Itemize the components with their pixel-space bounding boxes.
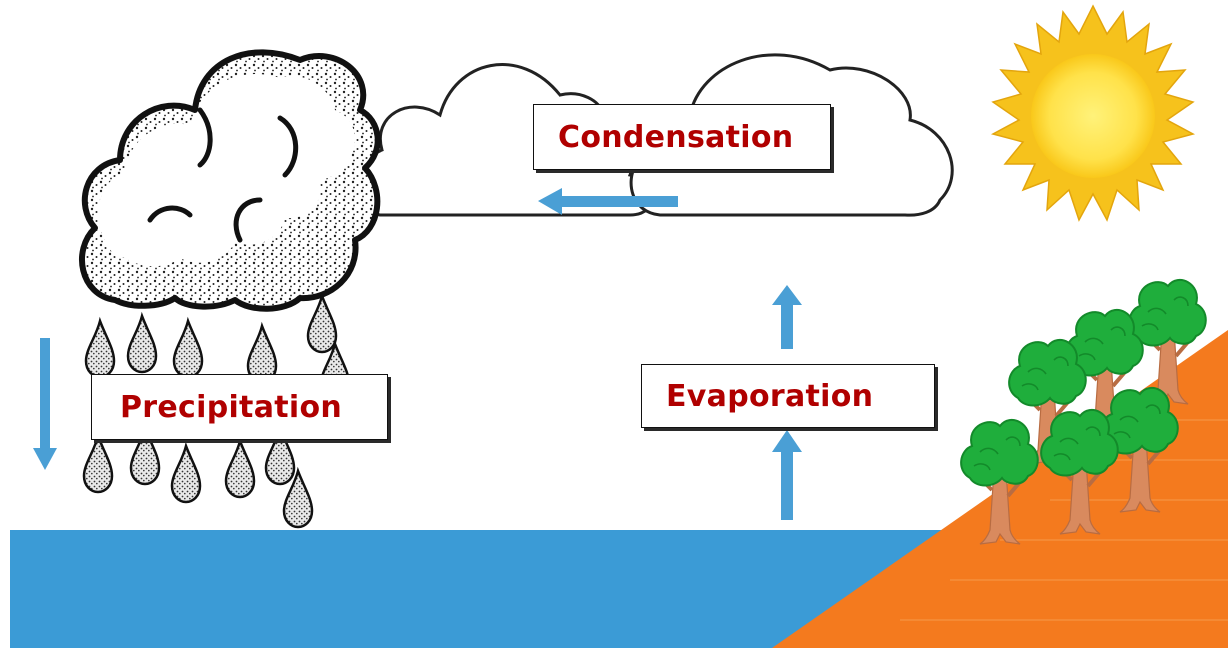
evaporation-arrow-upper-icon [772, 285, 802, 349]
raindrop-icon [170, 444, 202, 504]
evaporation-label: Evaporation [666, 378, 874, 414]
evaporation-arrow-lower-icon [772, 430, 802, 520]
cloud-icon [360, 63, 654, 217]
raindrop-icon [82, 434, 114, 494]
precipitation-arrow-icon [33, 338, 57, 470]
precipitation-label-box: Precipitation [91, 374, 388, 440]
raindrop-icon [84, 319, 116, 379]
storm-cloud-icon [79, 49, 381, 312]
raindrop-icon [224, 439, 256, 499]
condensation-label-box: Condensation [533, 104, 831, 170]
raindrop-icon [126, 314, 158, 374]
raindrop-icon [172, 319, 204, 379]
condensation-arrow-icon [538, 188, 678, 215]
precipitation-label: Precipitation [120, 389, 343, 425]
condensation-label: Condensation [558, 119, 794, 155]
sun-icon [990, 4, 1196, 222]
raindrop-icon [306, 294, 338, 354]
evaporation-label-box: Evaporation [641, 364, 935, 428]
